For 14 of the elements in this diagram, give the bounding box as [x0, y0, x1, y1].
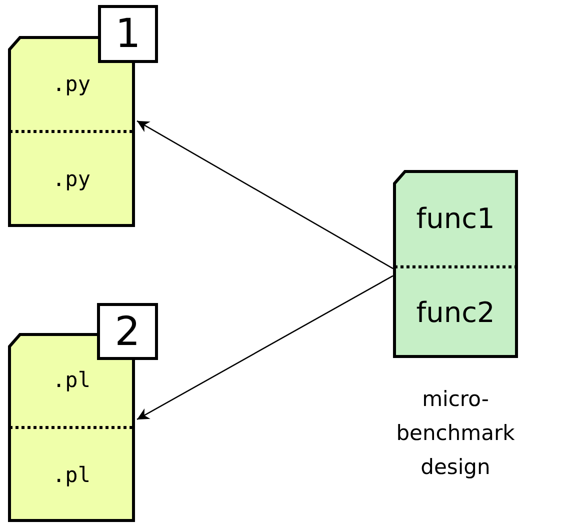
step-number: 1 [115, 14, 141, 54]
node-label: micro-benchmark design [395, 386, 516, 481]
document-shape [393, 170, 518, 358]
number-box [97, 303, 158, 360]
step-number: 2 [114, 312, 140, 352]
number-box [98, 5, 158, 63]
file-extension: .py [52, 72, 90, 96]
file-extension: .pl [52, 462, 90, 487]
file-extension: .pl [52, 368, 90, 392]
arrow [136, 275, 394, 420]
arrow [136, 120, 394, 270]
function-name: func2 [416, 296, 495, 329]
function-name: func1 [416, 202, 495, 235]
file-extension: .py [52, 167, 90, 192]
